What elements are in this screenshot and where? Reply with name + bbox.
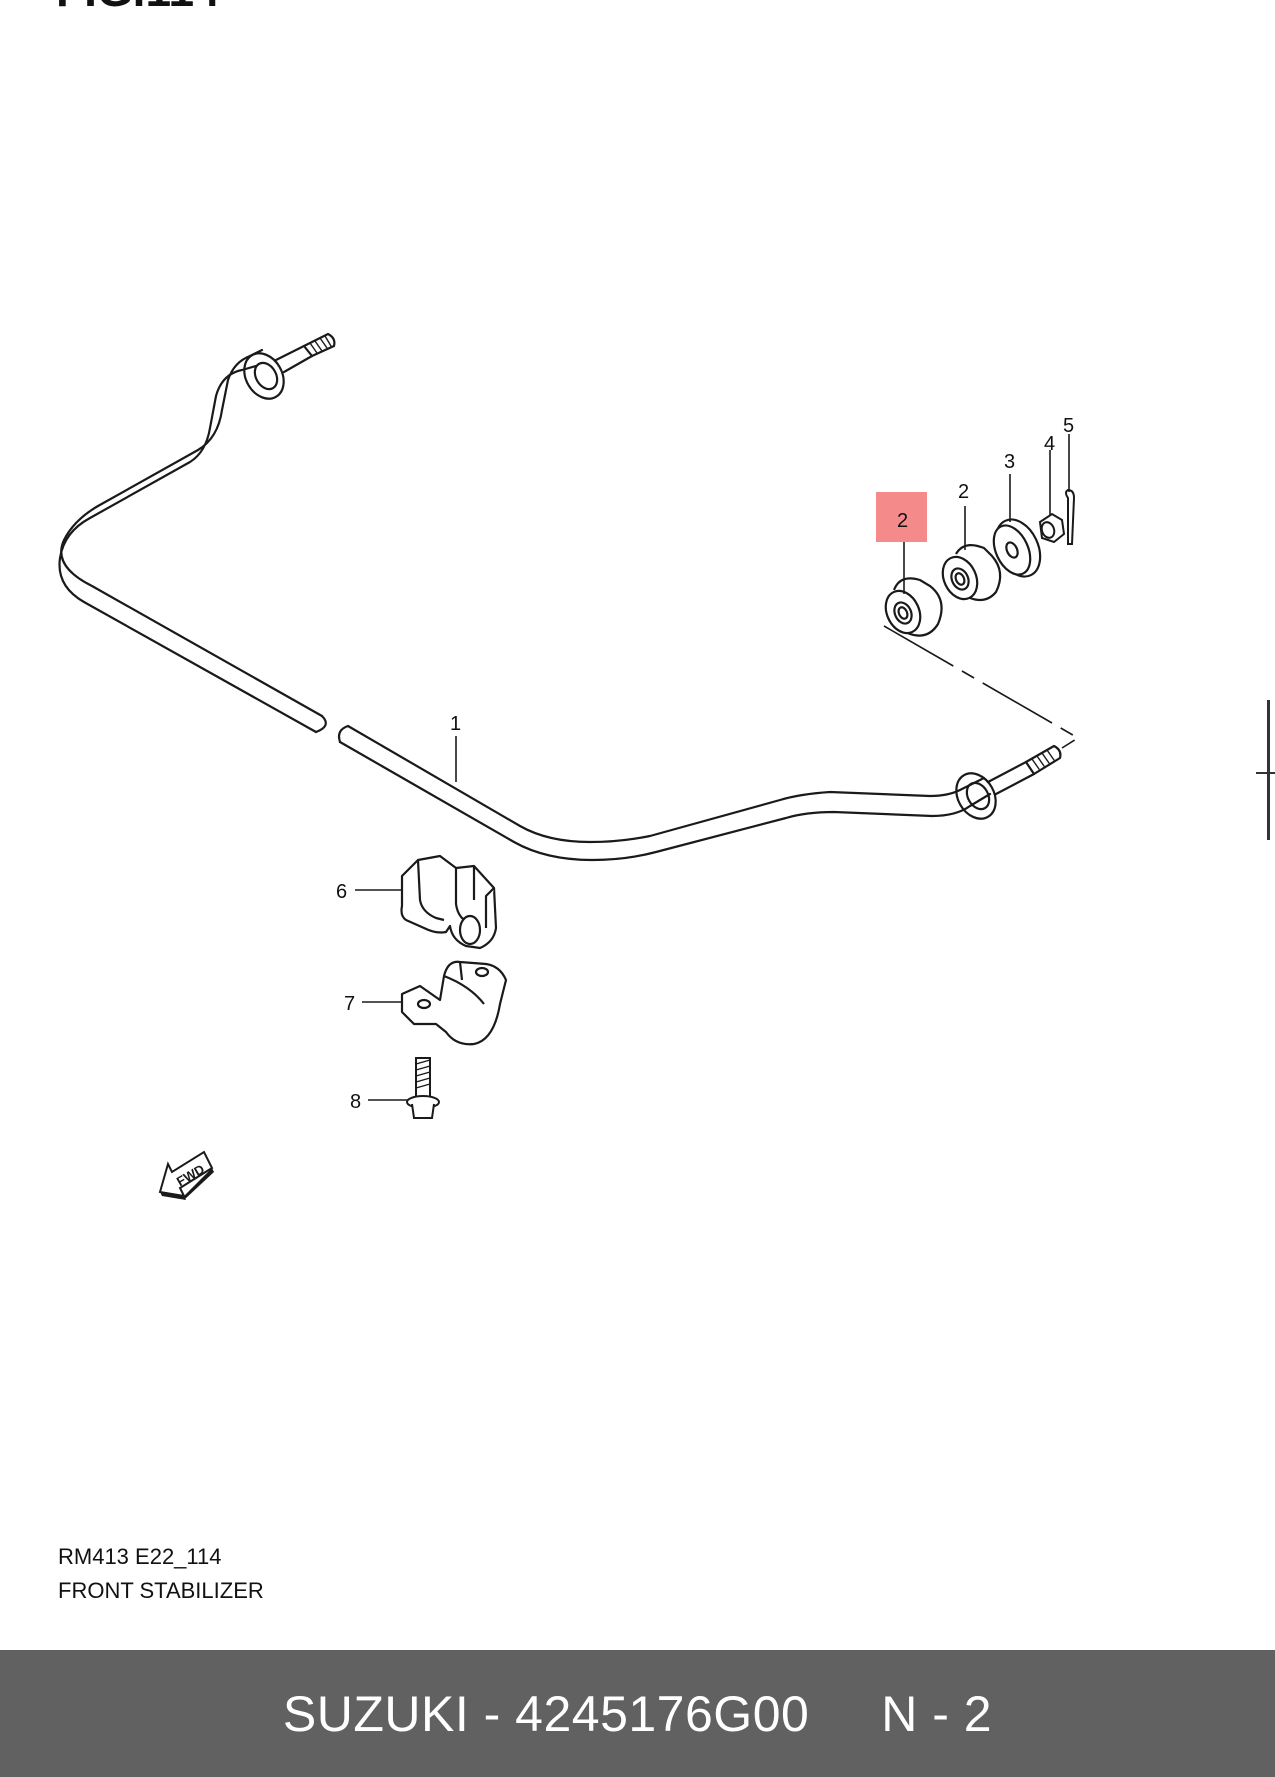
parts-diagram: FIG.114 <box>56 0 1080 1200</box>
castle-nut <box>1038 512 1066 544</box>
page-edge-mark <box>1267 700 1270 840</box>
figure-title: FIG.114 <box>56 0 220 16</box>
bolt <box>406 1057 440 1119</box>
callout-4[interactable]: 4 <box>1044 433 1055 455</box>
stabilizer-mount-bushing <box>400 854 498 950</box>
drawing-code: RM413 E22_114 <box>58 1544 222 1569</box>
callout-2[interactable]: 2 <box>958 481 969 503</box>
footer-bar: SUZUKI - 4245176G00 N - 2 <box>0 1650 1275 1777</box>
callout-2-highlighted[interactable]: 2 <box>897 510 908 532</box>
callout-7[interactable]: 7 <box>344 993 355 1015</box>
bushing-outer <box>941 543 1002 602</box>
callout-1[interactable]: 1 <box>450 713 461 735</box>
stabilizer-bar <box>58 332 1062 862</box>
callout-6[interactable]: 6 <box>336 881 347 903</box>
forward-arrow: FWD <box>158 1150 214 1200</box>
page-edge-tick <box>1256 772 1275 774</box>
cotter-pin <box>1065 488 1076 545</box>
washer <box>992 518 1042 578</box>
stabilizer-bracket <box>400 960 508 1046</box>
callout-3[interactable]: 3 <box>1004 451 1015 473</box>
callout-leaders <box>355 434 1070 1101</box>
callout-5[interactable]: 5 <box>1063 415 1074 437</box>
footer-part-number: SUZUKI - 4245176G00 N - 2 <box>282 1685 993 1742</box>
figure-name: FRONT STABILIZER <box>58 1578 264 1603</box>
callout-8[interactable]: 8 <box>350 1091 361 1113</box>
assembly-dash-line <box>883 625 1080 749</box>
bushing-inner <box>884 577 943 637</box>
callout-highlight-box <box>876 492 927 542</box>
